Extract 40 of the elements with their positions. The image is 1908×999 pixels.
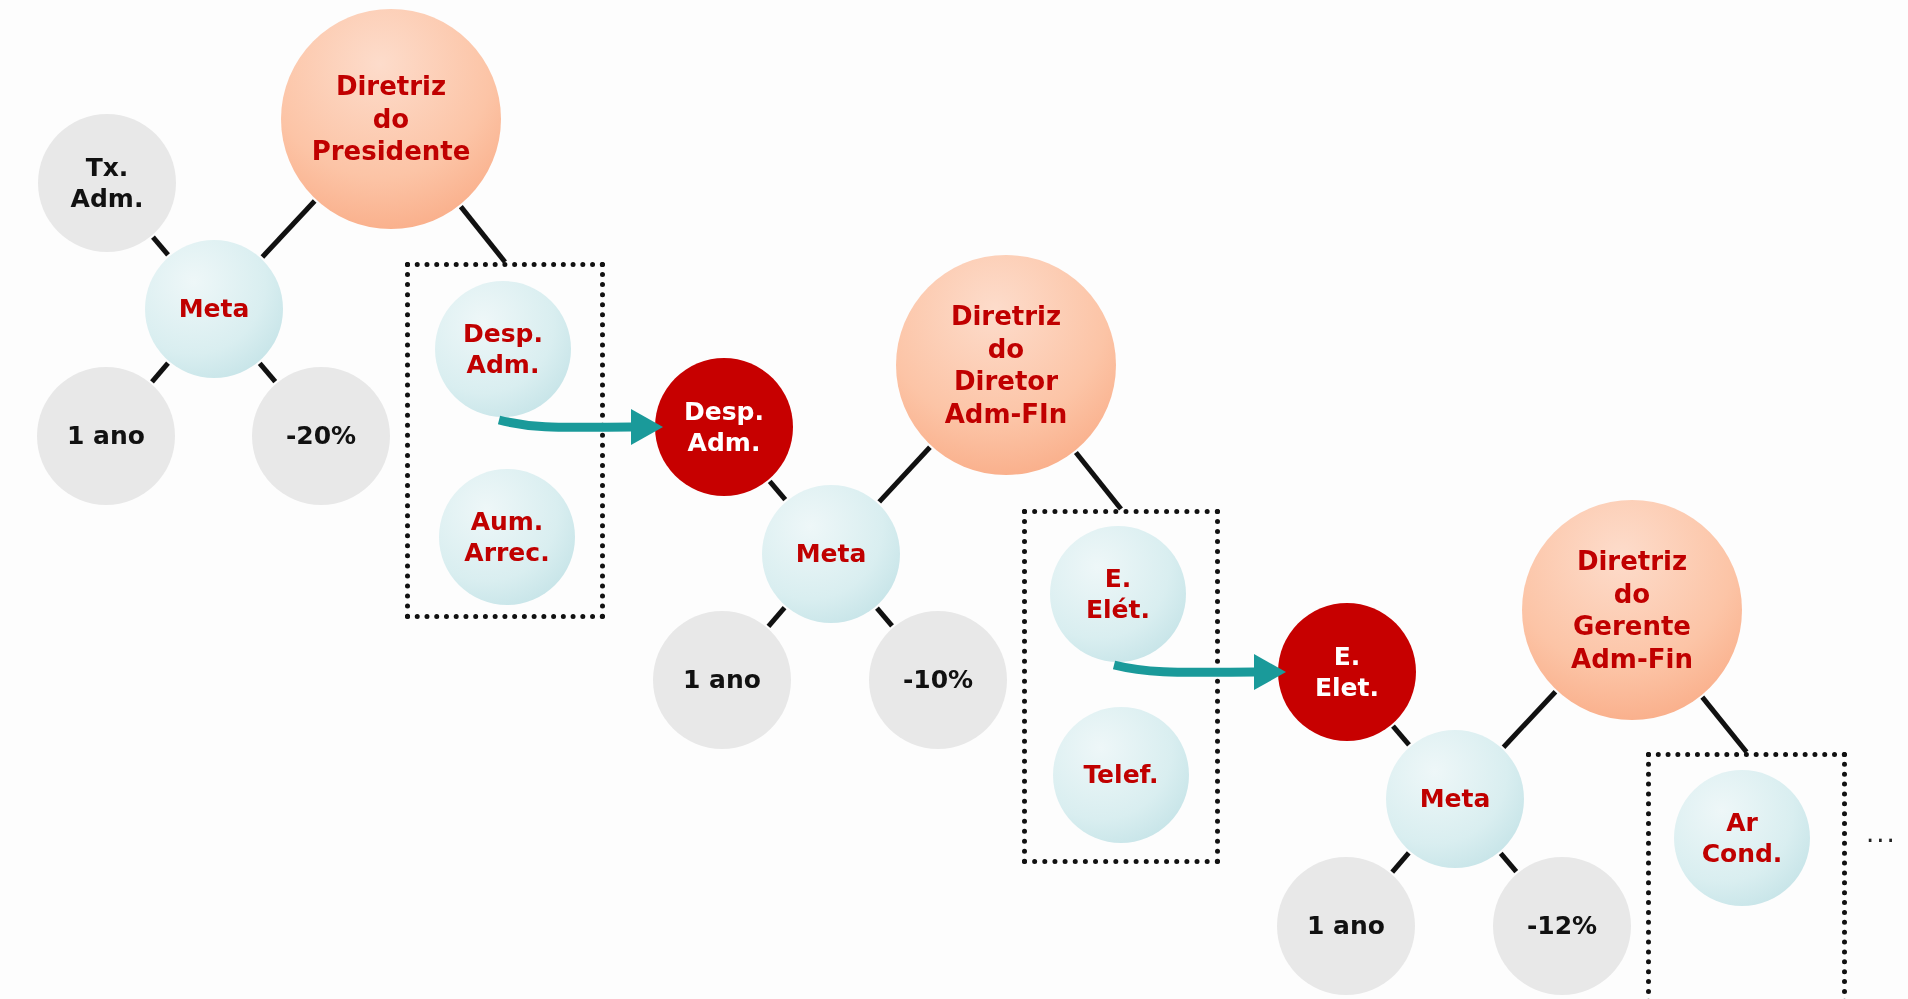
connector-line [1073, 450, 1123, 511]
connector-line [257, 361, 278, 384]
connector-line [766, 606, 787, 628]
ellipsis-text: ... [1866, 818, 1897, 848]
connector-line [877, 445, 932, 504]
connector-line [767, 479, 788, 502]
dotted-frame [405, 262, 605, 619]
node-label: Desp. Adm. [683, 395, 765, 459]
arrow [498, 409, 663, 445]
node-label: E. Elét. [1084, 562, 1152, 626]
connector-line [1501, 690, 1558, 749]
node-label: E. Elet. [1313, 640, 1381, 704]
node-label: Meta [795, 538, 867, 570]
connector-line [260, 199, 317, 259]
node-label: Telef. [1082, 759, 1160, 791]
node-label: 1 ano [67, 420, 145, 452]
connector-line [1390, 851, 1411, 874]
connector-line [151, 235, 170, 257]
connector-line [1498, 851, 1519, 874]
node-label: Tx. Adm. [69, 151, 145, 215]
node-label: Meta [178, 293, 250, 325]
node-label: -12% [1526, 910, 1598, 942]
node-label: -20% [285, 420, 357, 452]
connector-line [875, 606, 894, 628]
node-label: 1 ano [683, 664, 761, 696]
node-label: Meta [1419, 783, 1491, 815]
node-label: Diretriz do Presidente [310, 70, 472, 168]
dotted-frame [1022, 509, 1220, 864]
node-label: Desp. Adm. [462, 317, 544, 381]
node-label: 1 ano [1307, 910, 1385, 942]
node-label: -10% [902, 664, 974, 696]
connector-line [1700, 695, 1749, 754]
connector-line [1391, 724, 1411, 747]
arrow [1113, 654, 1286, 690]
node-label: Diretriz do Gerente Adm-Fin [1570, 545, 1694, 675]
connector-line [150, 361, 170, 384]
node-label: Ar Cond. [1700, 806, 1784, 870]
connector-line [458, 205, 507, 264]
node-label: Diretriz do Diretor Adm-FIn [943, 300, 1069, 430]
node-label: Aum. Arrec. [463, 505, 551, 569]
